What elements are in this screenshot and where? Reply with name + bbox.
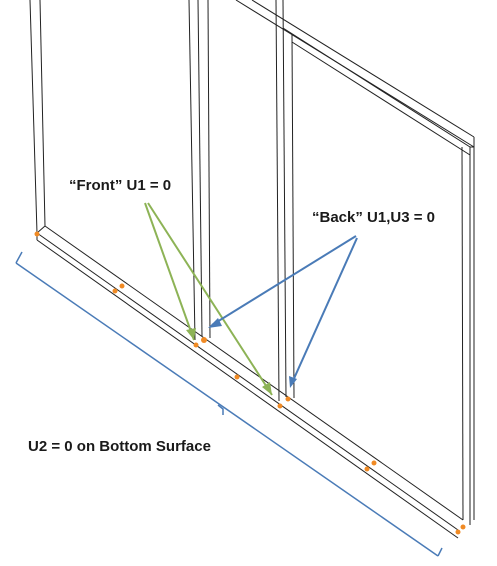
back-arrowhead-2	[289, 376, 297, 388]
left-post-outer	[29, 0, 38, 234]
node-marker	[193, 342, 199, 348]
bracket-left-tick	[15, 251, 23, 264]
node-markers	[34, 231, 466, 535]
bracket-right-tick	[437, 547, 443, 557]
lower-beam-top	[282, 27, 471, 148]
bottom-constraint-label: U2 = 0 on Bottom Surface	[28, 438, 211, 455]
front-arrows	[144, 202, 273, 396]
base-rail-front-edge	[36, 232, 459, 531]
left-post-inner	[39, 0, 46, 227]
node-marker	[112, 288, 118, 294]
back-arrows	[208, 235, 358, 388]
node-marker	[119, 283, 125, 289]
node-marker	[34, 231, 40, 237]
back-constraint-label: “Back” U1,U3 = 0	[312, 209, 435, 226]
bracket-line	[15, 262, 439, 557]
right-post-left	[461, 146, 464, 521]
bracket-center-tick	[217, 404, 224, 415]
front-constraint-label: “Front” U1 = 0	[69, 177, 172, 194]
node-marker	[371, 460, 377, 466]
back-arrowhead-1	[208, 318, 222, 328]
post-b-left	[275, 0, 280, 402]
base-rail-top-edge	[44, 225, 464, 521]
node-marker	[364, 466, 370, 472]
back-arrow-2	[291, 237, 358, 384]
front-arrow-2	[147, 202, 273, 396]
post-a-left	[188, 0, 196, 341]
post-a-back	[207, 0, 211, 339]
post-a-right	[197, 0, 203, 337]
upper-beam-upper	[251, 0, 475, 138]
node-marker	[455, 529, 461, 535]
wireframe-frame	[29, 0, 475, 539]
post-b-back	[291, 34, 295, 399]
post-b-right	[282, 0, 287, 398]
base-rail-bottom-edge	[36, 239, 459, 539]
front-arrowhead-1	[186, 328, 196, 340]
node-marker	[277, 403, 283, 409]
back-arrow-1	[211, 235, 357, 326]
front-arrowhead-2	[262, 382, 272, 395]
node-marker	[460, 524, 466, 530]
lower-beam-bottom	[291, 41, 471, 156]
node-marker	[201, 337, 207, 343]
bottom-bracket	[15, 251, 443, 557]
node-marker	[285, 396, 291, 402]
front-arrow-1	[144, 202, 195, 341]
node-marker	[234, 374, 240, 380]
left-post-base	[36, 225, 46, 234]
